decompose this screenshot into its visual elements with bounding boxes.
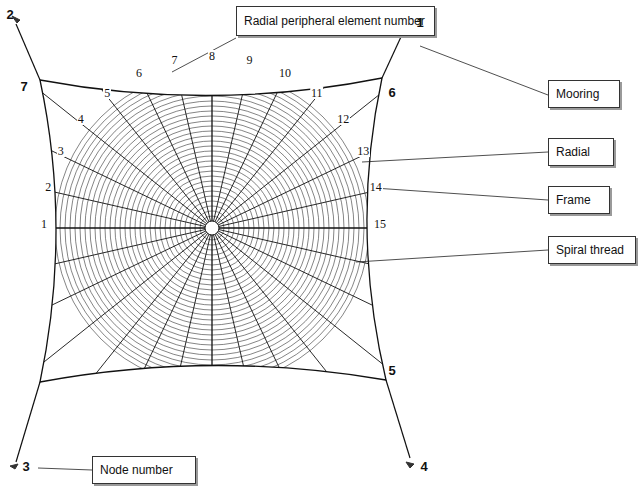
element-number: 3 <box>57 145 65 157</box>
element-number: 4 <box>77 113 85 125</box>
radial-thread <box>217 0 524 224</box>
element-number: 8 <box>208 50 216 62</box>
callout-text: Node number <box>100 463 173 477</box>
hub <box>205 221 219 235</box>
callout-text: Frame <box>556 193 591 207</box>
radial-thread <box>215 234 386 490</box>
node-number: 2 <box>5 8 14 21</box>
element-number: 10 <box>278 67 292 79</box>
radial-thread <box>211 235 212 490</box>
radial-thread <box>217 232 524 477</box>
element-number: 13 <box>356 145 370 157</box>
element-number: 1 <box>40 218 48 230</box>
element-number: 2 <box>44 181 52 193</box>
leader-lines <box>38 38 548 470</box>
callout-box: Spiral thread <box>548 236 636 264</box>
radial-thread <box>0 233 208 490</box>
node-number: 4 <box>419 460 428 473</box>
callout-box: Frame <box>548 186 610 214</box>
radial-thread <box>214 235 301 490</box>
radial-thread <box>211 0 212 221</box>
radial-thread <box>0 54 206 225</box>
callout-box: Radial peripheral element number <box>236 6 435 36</box>
callout-box: Radial <box>548 138 614 166</box>
radial-thread <box>0 139 205 226</box>
element-number: 9 <box>245 54 253 66</box>
callout-text: Mooring <box>556 87 599 101</box>
radial-thread <box>216 0 461 223</box>
element-number: 5 <box>103 87 111 99</box>
mooring-lines <box>16 24 410 462</box>
radial-thread <box>0 231 206 402</box>
callout-box: Node number <box>92 456 196 484</box>
radial-thread <box>38 234 209 490</box>
node-number: 5 <box>387 364 396 377</box>
node-number: 3 <box>21 460 30 473</box>
radial-thread <box>0 0 207 224</box>
callout-text: Radial peripheral element number <box>244 14 425 28</box>
radial-thread <box>219 139 602 226</box>
radial-thread <box>216 233 461 490</box>
radial-thread <box>219 230 602 317</box>
callout-text: Radial <box>556 145 590 159</box>
radial-thread <box>38 0 209 222</box>
radial-thread <box>0 232 207 477</box>
radial-thread <box>123 235 210 490</box>
radial-thread <box>0 0 208 223</box>
element-number: 12 <box>336 113 350 125</box>
radial-thread <box>0 227 205 228</box>
callout-box: Mooring <box>548 80 620 108</box>
radial-thread <box>0 230 205 317</box>
radial-thread <box>219 227 612 228</box>
radial-thread <box>218 231 572 402</box>
element-number: 14 <box>369 181 383 193</box>
node-number: 1 <box>415 16 424 29</box>
element-number: 6 <box>135 67 143 79</box>
callout-text: Spiral thread <box>556 243 624 257</box>
radial-thread <box>218 54 572 225</box>
element-number: 15 <box>373 218 387 230</box>
node-number: 6 <box>387 86 396 99</box>
frame-thread <box>40 78 386 382</box>
radial-threads <box>0 0 612 490</box>
anchor-symbols <box>10 16 414 469</box>
element-number: 11 <box>310 87 324 99</box>
element-number: 7 <box>171 54 179 66</box>
radial-thread <box>123 0 210 221</box>
node-number: 7 <box>19 80 28 93</box>
